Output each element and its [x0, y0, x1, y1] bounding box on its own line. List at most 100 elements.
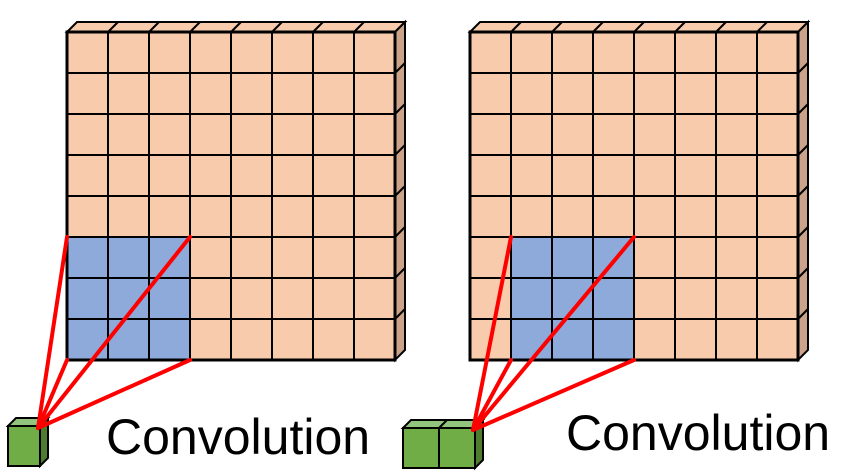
caption-right: Convolution — [566, 405, 831, 461]
grid-left-side-edge — [394, 62, 406, 74]
grid-left-cell — [107, 154, 150, 197]
grid-right-cell — [551, 113, 594, 156]
output-right-cell — [438, 427, 476, 469]
grid-right-cell — [715, 236, 758, 279]
grid-right-cell — [633, 195, 676, 238]
output-left-cell — [7, 425, 41, 467]
grid-right-cell — [674, 72, 717, 115]
grid-right-cell — [633, 113, 676, 156]
grid-right-kernel-cell — [551, 236, 594, 279]
grid-left-cell — [271, 113, 314, 156]
grid-left-cell — [271, 236, 314, 279]
grid-left-cell — [189, 72, 232, 115]
grid-right-cell — [715, 318, 758, 361]
grid-left-kernel-cell — [66, 318, 109, 361]
grid-right-cell — [756, 72, 799, 115]
grid-right-side-edge — [797, 185, 809, 197]
grid-left-top-edge — [107, 21, 119, 33]
grid-right-cell — [510, 195, 553, 238]
grid-left-cell — [353, 31, 396, 74]
grid-left-side-edge — [394, 267, 406, 279]
grid-right-side-edge — [797, 267, 809, 279]
grid-left-outline — [65, 30, 397, 362]
grid-right-top-edge — [510, 21, 522, 33]
connector-right-line — [471, 358, 513, 432]
grid-left-cell — [312, 72, 355, 115]
grid-left-cell — [66, 154, 109, 197]
grid-right-top-edge — [715, 21, 727, 33]
grid-left-cell — [230, 236, 273, 279]
grid-left-cell — [148, 195, 191, 238]
grid-right-cell — [551, 154, 594, 197]
grid-left-side-edge — [394, 103, 406, 115]
grid-right-kernel-cell — [510, 277, 553, 320]
grid-left-cell — [230, 113, 273, 156]
grid-right-cell — [715, 31, 758, 74]
grid-right-cell — [633, 72, 676, 115]
connector-right-line — [471, 235, 636, 432]
grid-left-cell — [107, 31, 150, 74]
grid-right-cell — [633, 154, 676, 197]
grid-right-side-edge — [797, 103, 809, 115]
grid-left-cell — [148, 31, 191, 74]
grid-right-cell — [551, 31, 594, 74]
grid-left-top-edge — [230, 21, 242, 33]
grid-left-cell — [230, 72, 273, 115]
grid-left-cell — [148, 113, 191, 156]
grid-left-cell — [271, 195, 314, 238]
grid-right-cell — [469, 113, 512, 156]
grid-right-cell — [469, 277, 512, 320]
grid-right-cell — [469, 154, 512, 197]
grid-left-cell — [353, 72, 396, 115]
grid-left-cell — [271, 277, 314, 320]
grid-left-cell — [353, 277, 396, 320]
grid-left-cell — [148, 154, 191, 197]
grid-right-cell — [674, 277, 717, 320]
grid-left-cell — [312, 31, 355, 74]
grid-left-cell — [353, 318, 396, 361]
grid-right-side-edge — [797, 62, 809, 74]
grid-left-cell — [353, 236, 396, 279]
grid-left-top-edge — [271, 21, 283, 33]
grid-right-top-edge — [592, 21, 604, 33]
grid-right-cell — [674, 31, 717, 74]
grid-right-cell — [469, 72, 512, 115]
grid-left-cell — [189, 277, 232, 320]
grid-right-cell — [674, 236, 717, 279]
grid-left-cell — [353, 113, 396, 156]
connector-left-line — [36, 358, 69, 430]
grid-right-cell — [756, 277, 799, 320]
grid-left-cell — [189, 31, 232, 74]
connector-left-line — [36, 358, 192, 430]
grid-left-cell — [66, 195, 109, 238]
output-right-top-edge — [438, 419, 448, 429]
grid-left-top-edge — [312, 21, 324, 33]
grid-right-cell — [756, 31, 799, 74]
grid-right-cell — [674, 154, 717, 197]
grid-right-cell — [592, 72, 635, 115]
grid-left-kernel-cell — [107, 318, 150, 361]
connector-right-line — [471, 235, 513, 432]
connector-left-line — [36, 235, 192, 430]
grid-left-cell — [189, 195, 232, 238]
grid-right-kernel-cell — [592, 277, 635, 320]
grid-right-top-edge — [674, 21, 686, 33]
grid-right-kernel-cell — [510, 318, 553, 361]
grid-left-cell — [312, 318, 355, 361]
grid-left-cell — [312, 195, 355, 238]
grid-right-side-edge — [797, 144, 809, 156]
grid-left-cell — [230, 31, 273, 74]
grid-right-cell — [674, 113, 717, 156]
grid-right-cell — [756, 113, 799, 156]
grid-right-cell — [469, 31, 512, 74]
connector-right-line — [471, 358, 636, 432]
grid-left-cell — [107, 195, 150, 238]
grid-left-cell — [107, 72, 150, 115]
grid-left-cell — [312, 154, 355, 197]
grid-left-cell — [271, 318, 314, 361]
grid-left-side-edge — [394, 144, 406, 156]
grid-left-cell — [189, 113, 232, 156]
grid-right-cell — [715, 195, 758, 238]
grid-left-side-edge — [394, 226, 406, 238]
